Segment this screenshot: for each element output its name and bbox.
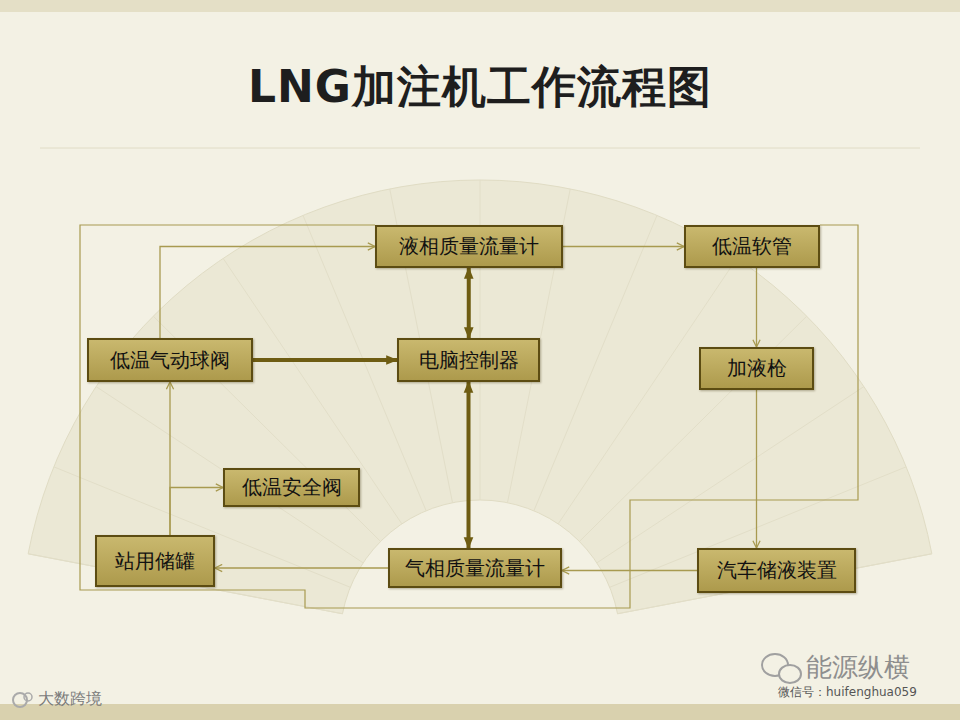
box-label: 低温软管: [712, 233, 792, 260]
top-band: [0, 0, 960, 12]
process-box: 低温安全阀: [223, 468, 360, 507]
box-label: 加液枪: [727, 355, 787, 382]
flow-arrow: [160, 247, 375, 339]
flow-arrow: [170, 488, 223, 536]
process-box: 加液枪: [699, 347, 814, 390]
box-label: 低温安全阀: [242, 474, 342, 501]
fan-shape: [28, 180, 932, 614]
process-box: 站用储罐: [95, 535, 215, 587]
box-label: 低温气动球阀: [110, 347, 230, 374]
flow-arrow: [756, 390, 757, 548]
frame-line: [80, 225, 858, 608]
bottom-band: [0, 704, 960, 720]
process-box: 汽车储液装置: [697, 548, 856, 593]
process-box: 电脑控制器: [397, 338, 540, 382]
control-line: [467, 382, 471, 548]
box-label: 站用储罐: [115, 548, 195, 575]
watermark: 微信号：huifenghua059: [778, 684, 917, 701]
corner-logo: [13, 693, 32, 707]
process-box: 液相质量流量计: [375, 225, 563, 268]
process-box: 低温软管: [684, 225, 820, 268]
fan-rib: [610, 467, 906, 587]
title: LNG加注机工作流程图: [0, 58, 960, 117]
watermark: 能源纵横: [806, 650, 910, 685]
control-line: [467, 268, 471, 338]
fan-rib: [558, 258, 737, 523]
process-box: 低温气动球阀: [87, 338, 253, 382]
fan-rib: [223, 258, 402, 523]
control-line: [253, 358, 397, 362]
fan-decoration: [28, 180, 932, 614]
fan-rib: [54, 467, 350, 587]
box-label: 液相质量流量计: [399, 233, 539, 260]
watermark: 大数跨境: [38, 689, 102, 710]
title-rule: [40, 148, 920, 149]
wechat-icon: [762, 654, 801, 683]
box-label: 电脑控制器: [419, 347, 519, 374]
box-label: 汽车储液装置: [717, 557, 837, 584]
flow-arrow: [215, 567, 388, 568]
fan-rib: [597, 387, 864, 563]
box-label: 气相质量流量计: [405, 555, 545, 582]
flow-arrow: [756, 268, 757, 347]
flow-arrow: [563, 246, 684, 247]
flow-arrow: [562, 570, 697, 571]
process-box: 气相质量流量计: [388, 548, 562, 588]
